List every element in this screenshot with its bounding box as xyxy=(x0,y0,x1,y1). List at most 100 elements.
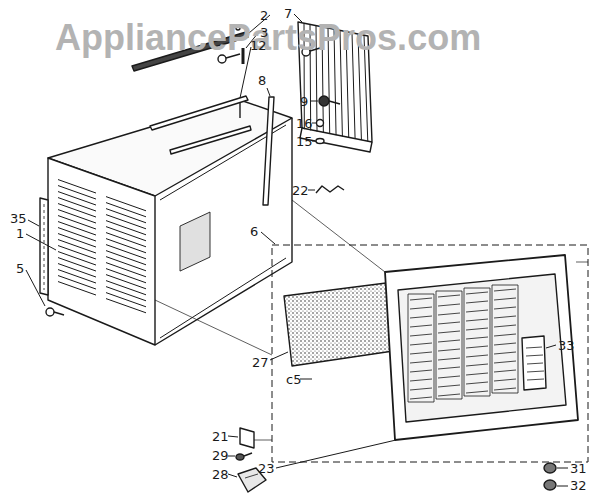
louver-slat xyxy=(106,269,146,283)
louver-slat xyxy=(58,216,96,229)
grille-slat xyxy=(466,337,488,339)
louver-slat xyxy=(58,264,96,277)
louver-slat xyxy=(58,276,96,289)
bracket-plate xyxy=(240,428,254,448)
front-panel xyxy=(385,255,578,440)
screw xyxy=(319,96,340,106)
grille-frame xyxy=(492,285,518,393)
louver-slat xyxy=(106,275,146,289)
side-bar xyxy=(263,97,274,205)
callout-number: 35 xyxy=(10,211,27,226)
side-strip-detail xyxy=(44,204,45,290)
callout-number: 15 xyxy=(296,134,313,149)
callout-number: 22 xyxy=(292,183,309,198)
air-filter xyxy=(284,282,400,366)
louver-slat xyxy=(106,227,146,241)
screw xyxy=(46,308,64,316)
grille-slat xyxy=(438,367,460,369)
control-knob xyxy=(544,463,556,473)
louver-slat xyxy=(106,197,146,211)
louver-slat xyxy=(106,281,146,295)
grille-slat xyxy=(466,391,488,393)
rail xyxy=(170,126,251,154)
grille-frame xyxy=(408,294,434,402)
cabinet-opening xyxy=(180,212,210,271)
grille-slat xyxy=(466,328,488,330)
grille-slat xyxy=(438,394,460,396)
callout-number: 28 xyxy=(212,467,229,482)
louver-slat xyxy=(58,180,96,193)
callout-number: 1 xyxy=(16,226,24,241)
grille-slat xyxy=(410,397,432,399)
grille-slat xyxy=(410,334,432,336)
grille-frame xyxy=(436,291,462,399)
callout-number: 16 xyxy=(296,116,313,131)
louver-slat xyxy=(106,251,146,265)
grille-slat xyxy=(494,307,516,309)
grille-slat xyxy=(494,352,516,354)
grille-slat xyxy=(494,361,516,363)
side-strip xyxy=(40,198,48,295)
grille-slat xyxy=(410,352,432,354)
grille-slat xyxy=(466,319,488,321)
callout-number: 32 xyxy=(570,478,587,493)
louver-slat xyxy=(58,204,96,217)
louver-slat xyxy=(106,287,146,301)
grille-slat xyxy=(410,316,432,318)
grille-slat xyxy=(494,370,516,372)
louver-slat xyxy=(106,263,146,277)
grille-slat xyxy=(494,298,516,300)
louver-slat xyxy=(58,222,96,235)
rail xyxy=(150,96,248,130)
grille-slat xyxy=(466,346,488,348)
callout-number: 29 xyxy=(212,448,229,463)
assembly-line xyxy=(292,200,385,272)
grille-slat xyxy=(410,343,432,345)
callout-number: 21 xyxy=(212,429,229,444)
grille-slat xyxy=(466,292,488,294)
callout-number: 27 xyxy=(252,355,269,370)
assembly-line xyxy=(576,262,588,263)
control-knob xyxy=(544,480,556,490)
louver-slat xyxy=(58,210,96,223)
louver-slat xyxy=(106,239,146,253)
louver-slat xyxy=(58,270,96,283)
callout-number: 9 xyxy=(300,94,308,109)
front-grille xyxy=(408,285,518,402)
front-panel-inner xyxy=(398,274,566,422)
assembly-line xyxy=(254,440,272,441)
louver-slat xyxy=(106,215,146,229)
grille-slat xyxy=(438,313,460,315)
louver-slat xyxy=(106,299,146,313)
grille-slat xyxy=(494,325,516,327)
group-outline xyxy=(272,245,588,462)
louver-slat xyxy=(58,228,96,241)
grille-frame xyxy=(464,288,490,396)
callout-number: 2 xyxy=(260,8,268,23)
screw xyxy=(236,453,252,460)
callout-number: 6 xyxy=(250,224,258,239)
grille-slat xyxy=(466,355,488,357)
grille-slat xyxy=(438,358,460,360)
grille-slat xyxy=(494,289,516,291)
leader-lines xyxy=(26,14,568,486)
louver-slat xyxy=(58,246,96,259)
screw xyxy=(317,120,324,127)
louver-slat xyxy=(106,245,146,259)
louver-slat xyxy=(58,282,96,295)
louver-slat xyxy=(58,258,96,271)
grille-slat xyxy=(410,325,432,327)
louver-slat xyxy=(106,293,146,307)
grille-slat xyxy=(466,382,488,384)
grille-slat xyxy=(438,331,460,333)
grille-slat xyxy=(410,298,432,300)
callout-number: 8 xyxy=(258,73,266,88)
grille-slat xyxy=(410,388,432,390)
grille-slat xyxy=(438,322,460,324)
grille-slat xyxy=(438,340,460,342)
vent-door xyxy=(522,336,546,390)
louver-slat xyxy=(106,257,146,271)
callout-number: 12 xyxy=(250,38,267,53)
assembly-line xyxy=(155,300,272,355)
